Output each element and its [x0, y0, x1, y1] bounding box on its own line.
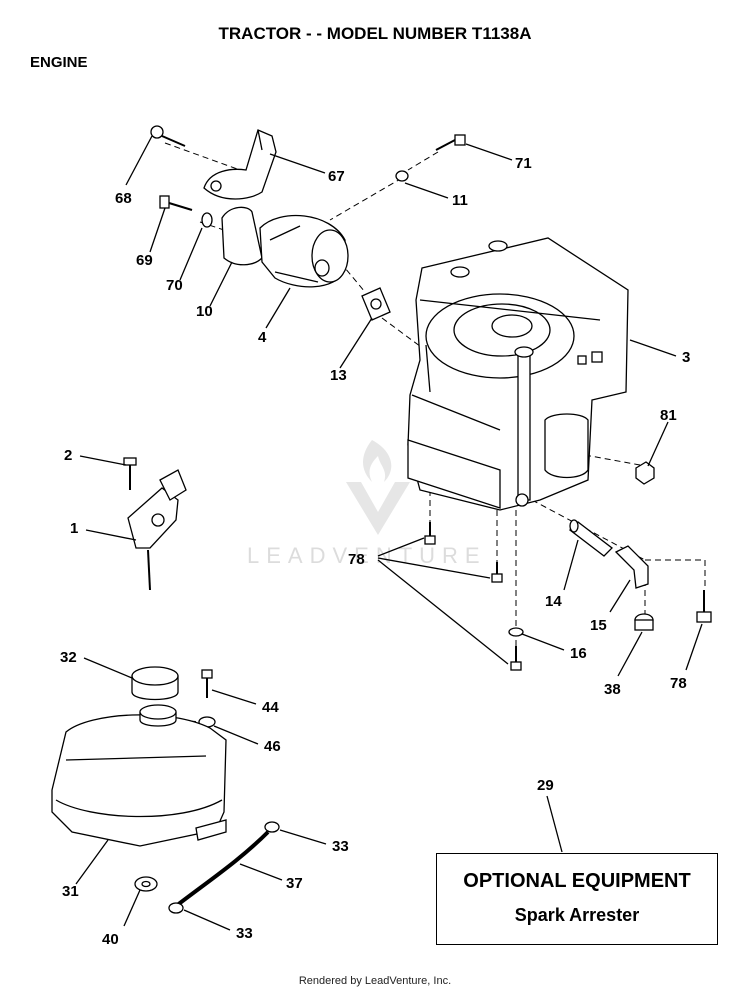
bolt-69: [159, 195, 193, 211]
optional-equipment-box: OPTIONAL EQUIPMENT Spark Arrester: [436, 853, 718, 945]
label-part-29: 29: [537, 777, 554, 794]
muffler: [221, 206, 349, 288]
label-part-37: 37: [286, 875, 303, 892]
watermark-text: LEADVENTURE: [247, 543, 487, 568]
label-part-33-top: 33: [332, 838, 349, 855]
label-part-13: 13: [330, 367, 347, 384]
bolt-78-right: [696, 590, 712, 623]
screw-44: [201, 669, 213, 698]
page-title: TRACTOR - - MODEL NUMBER T1138A: [218, 24, 532, 43]
label-part-16: 16: [570, 645, 587, 662]
bolt-78-c: [510, 646, 522, 671]
label-part-40: 40: [102, 931, 119, 948]
fuel-tank: [51, 704, 227, 847]
nut-38: [634, 613, 654, 631]
label-part-78-left: 78: [348, 551, 365, 568]
label-part-69: 69: [136, 252, 153, 269]
clamp-33-bottom: [168, 902, 184, 914]
label-part-71: 71: [515, 155, 532, 172]
drain-elbow: [614, 545, 649, 589]
bolt-71: [435, 134, 466, 151]
nut-81: [635, 461, 655, 485]
washer-16: [508, 627, 524, 637]
fuel-line: [174, 830, 270, 908]
screw-2: [123, 457, 137, 490]
engine-block: [407, 237, 629, 511]
label-part-2: 2: [64, 447, 72, 464]
grommet-40: [134, 876, 158, 892]
throttle-control: [127, 469, 187, 591]
label-part-46: 46: [264, 738, 281, 755]
optional-equipment-item: Spark Arrester: [514, 905, 640, 925]
label-part-78-right: 78: [670, 675, 687, 692]
label-part-32: 32: [60, 649, 77, 666]
label-part-38: 38: [604, 681, 621, 698]
bolt-78-a: [424, 522, 436, 545]
label-part-68: 68: [115, 190, 132, 207]
gasket-13: [361, 287, 391, 321]
label-part-70: 70: [166, 277, 183, 294]
footer-credit: Rendered by LeadVenture, Inc.: [298, 975, 452, 987]
label-part-10: 10: [196, 303, 213, 320]
clamp-33-top: [264, 821, 280, 833]
bolt-78-b: [491, 562, 503, 583]
label-part-33-bottom: 33: [236, 925, 253, 942]
leader-lines: [75, 135, 703, 931]
bolt-68: [150, 125, 186, 147]
drain-nipple: [569, 519, 613, 557]
washer-70: [201, 212, 213, 228]
label-part-1: 1: [70, 520, 78, 537]
label-part-4: 4: [258, 329, 267, 346]
leadventure-watermark-logo: LEADVENTURE: [247, 440, 487, 568]
muffler-guard: [203, 129, 277, 200]
optional-equipment-title: OPTIONAL EQUIPMENT: [463, 870, 691, 892]
label-part-81: 81: [660, 407, 677, 424]
section-label: ENGINE: [30, 54, 88, 71]
lock-washer-11: [395, 170, 409, 182]
label-part-11: 11: [452, 192, 468, 209]
label-part-15: 15: [590, 617, 607, 634]
label-part-44: 44: [262, 699, 279, 716]
label-part-67: 67: [328, 168, 345, 185]
label-part-14: 14: [545, 593, 562, 610]
label-part-3: 3: [682, 349, 690, 366]
label-part-31: 31: [62, 883, 79, 900]
fuel-cap: [131, 666, 179, 701]
